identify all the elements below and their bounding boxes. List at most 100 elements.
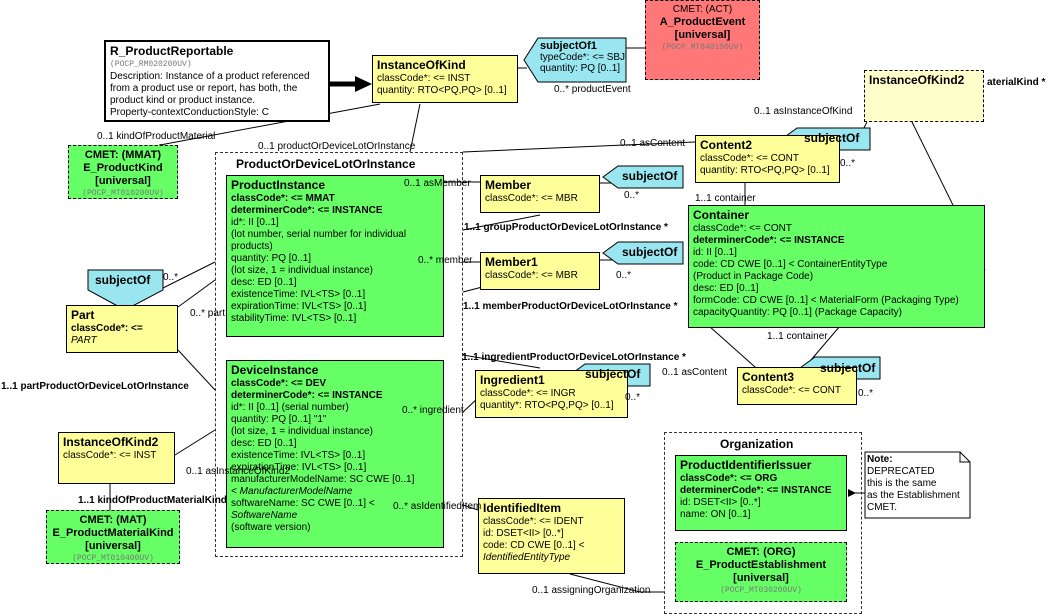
- instance-of-kind2-right-name: InstanceOfKind2: [869, 73, 965, 87]
- cmet-product-kind-type: CMET: (MMAT): [84, 149, 162, 161]
- product-identifier-issuer-determiner-code: determinerCode*: <= INSTANCE: [680, 485, 832, 496]
- organization-group-title: Organization: [720, 437, 794, 451]
- device-instance-software-domain: SoftwareName: [231, 510, 298, 521]
- product-identifier-issuer-id: id: DSET<II> [0..*]: [680, 497, 761, 508]
- device-instance-manufacturer-model-domain: < ManufacturerModelName: [231, 486, 353, 497]
- product-instance-stability-time: stabilityTime: IVL<TS> [0..1]: [231, 313, 357, 324]
- r-product-reportable[interactable]: R_ProductReportable (POCP_RM020200UV) De…: [104, 40, 330, 122]
- product-instance-quantity: quantity: PQ [0..1]: [231, 253, 312, 264]
- label-part-product: 1..1 partProductOrDeviceLotOrInstance: [1, 381, 189, 392]
- content2-quantity: quantity: RTO<PQ,PQ> [0..1]: [700, 165, 830, 176]
- container-id: id: II [0..1]: [693, 247, 737, 258]
- subject-of-content2-label: subjectOf: [804, 131, 860, 145]
- product-or-device-group-title: ProductOrDeviceLotOrInstance: [236, 157, 416, 171]
- cmet-product-kind[interactable]: CMET: (MMAT) E_ProductKind [universal] (…: [68, 145, 178, 199]
- product-identifier-issuer-class-code: classCode*: <= ORG: [680, 473, 778, 484]
- container-form-code: formCode: CD CWE [0..1] < MaterialForm (…: [693, 295, 959, 306]
- note-line-4: CMET.: [867, 502, 897, 513]
- label-ingredient-product: 1..1 ingredientProductOrDeviceLotOrInsta…: [462, 352, 686, 363]
- cmet-material-kind[interactable]: CMET: (MAT) E_ProductMaterialKind [unive…: [46, 510, 180, 564]
- cmet-product-kind-code: (POCP_MT010200UV): [82, 189, 164, 198]
- device-instance-quantity: quantity: PQ [0..1] "1": [231, 414, 327, 425]
- identified-item-code-domain: IdentifiedEntityType: [483, 552, 571, 563]
- member1-name: Member1: [485, 255, 538, 269]
- cmet-material-kind-universal: [universal]: [85, 540, 141, 552]
- identified-item-class[interactable]: IdentifiedItem classCode*: <= IDENT id: …: [478, 498, 625, 574]
- container-code-note: (Product in Package Code): [693, 271, 814, 282]
- subjectOf1-shape: [523, 37, 627, 83]
- container-class-code: classCode*: <= CONT: [693, 223, 792, 234]
- instance-of-kind-quantity: quantity: RTO<PQ,PQ> [0..1]: [377, 85, 507, 96]
- subject-of-ingredient-label: subjectOf: [585, 367, 641, 381]
- cmet-product-establishment[interactable]: CMET: (ORG) E_ProductEstablishment [univ…: [675, 542, 847, 602]
- content3-class-code: classCode*: <= CONT: [742, 385, 841, 396]
- member-class[interactable]: Member classCode*: <= MBR: [480, 175, 600, 213]
- label-as-member: 0..1 asMember: [404, 178, 471, 189]
- container-determiner-code: determinerCode*: <= INSTANCE: [693, 235, 845, 246]
- part-class-code: classCode*: <=: [71, 323, 143, 334]
- subject-of-content3-label: subjectOf: [820, 361, 876, 375]
- subject-of-part-label: subjectOf: [95, 273, 151, 287]
- cmet-product-event[interactable]: CMET: (ACT) A_ProductEvent [universal] (…: [645, 0, 760, 80]
- identified-item-id: id: DSET<II> [0..*]: [483, 528, 564, 539]
- cmet-product-event-universal: [universal]: [674, 29, 731, 41]
- choice-arrow-head: [355, 76, 372, 92]
- subject-of1-block[interactable]: subjectOf1 typeCode*: <= SBJ quantity: P…: [540, 41, 625, 75]
- identified-item-class-code: classCode*: <= IDENT: [483, 516, 584, 527]
- label-part-subject-zero-star: 0..*: [163, 272, 179, 283]
- material-kind-label-cut: aterialKind *: [987, 77, 1046, 88]
- product-instance-class[interactable]: ProductInstance classCode*: <= MMAT dete…: [226, 175, 444, 337]
- member-class-code: classCode*: <= MBR: [485, 193, 578, 204]
- label-member-zero-star: 0..*: [624, 190, 640, 201]
- deprecated-note: Note: DEPRECATED this is the same as the…: [867, 454, 960, 514]
- container-code: code: CD CWE [0..1] < ContainerEntityTyp…: [693, 259, 888, 270]
- part-class[interactable]: Part classCode*: <= PART: [66, 305, 178, 353]
- label-assigning-organization: 0..1 assigningOrganization: [532, 585, 651, 596]
- product-instance-quantity-note: (lot size, 1 = individual instance): [231, 265, 374, 276]
- device-instance-id: id*: II [0..1] (serial number): [231, 402, 349, 413]
- device-instance-class[interactable]: DeviceInstance classCode*: <= DEV determ…: [226, 360, 444, 548]
- instance-of-kind-class[interactable]: InstanceOfKind classCode*: <= INST quant…: [372, 55, 518, 103]
- product-instance-determiner-code: determinerCode*: <= INSTANCE: [231, 205, 383, 216]
- content3-class[interactable]: Content3 classCode*: <= CONT: [737, 367, 857, 405]
- note-title: Note:: [867, 454, 893, 465]
- cmet-establishment-name: E_ProductEstablishment: [695, 559, 827, 571]
- part-class-value: PART: [71, 335, 97, 346]
- ingredient1-class-code: classCode*: <= INGR: [480, 388, 576, 399]
- instance-of-kind-name: InstanceOfKind: [377, 58, 466, 72]
- subjectOf-shape-2: [602, 165, 684, 189]
- r-product-reportable-name: R_ProductReportable: [110, 44, 234, 58]
- product-identifier-issuer-class[interactable]: ProductIdentifierIssuer classCode*: <= O…: [675, 455, 847, 531]
- product-or-device-group: [215, 152, 463, 557]
- note-line-2: this is the same: [867, 478, 937, 489]
- cmet-product-kind-name: E_ProductKind: [83, 162, 163, 174]
- label-container-bottom: 1..1 container: [767, 331, 828, 342]
- label-content2-zero-star: 0..*: [840, 158, 856, 169]
- content2-name: Content2: [700, 138, 752, 152]
- subjectOf-shape-3: [602, 241, 684, 265]
- ingredient1-class[interactable]: Ingredient1 classCode*: <= INGR quantity…: [475, 370, 628, 418]
- cmet-material-kind-name: E_ProductMaterialKind: [52, 527, 174, 539]
- product-identifier-issuer-org-name: name: ON [0..1]: [680, 509, 751, 520]
- device-instance-name: DeviceInstance: [231, 363, 319, 377]
- instance-of-kind2-right[interactable]: InstanceOfKind2: [864, 70, 984, 122]
- cmet-material-kind-code: (POCP_MT010400UV): [72, 554, 154, 563]
- cmet-establishment-universal: [universal]: [733, 572, 789, 584]
- cmet-product-event-name: A_ProductEvent: [659, 16, 746, 28]
- device-instance-existence-time: existenceTime: IVL<TS> [0..1]: [231, 450, 366, 461]
- subject-of1-quantity: quantity: PQ [0..1]: [540, 63, 621, 74]
- product-instance-id: id*: II [0..1]: [231, 217, 279, 228]
- container-desc: desc: ED [0..1]: [693, 283, 759, 294]
- content2-class-code: classCode*: <= CONT: [700, 153, 799, 164]
- cmet-product-event-code: (POCP_MT040100UV): [661, 43, 744, 52]
- product-instance-desc: desc: ED [0..1]: [231, 277, 297, 288]
- device-instance-manufacturer-model-name: manufacturerModelName: SC CWE [0..1]: [231, 474, 415, 485]
- note-line-3: as the Establishment: [867, 490, 960, 501]
- member1-class[interactable]: Member1 classCode*: <= MBR: [480, 252, 600, 290]
- content3-name: Content3: [742, 370, 794, 384]
- content2-class[interactable]: Content2 classCode*: <= CONT quantity: R…: [695, 135, 840, 183]
- instance-of-kind2-left[interactable]: InstanceOfKind2 classCode*: <= INST: [58, 432, 175, 484]
- label-as-content-top: 0..1 asContent: [620, 138, 686, 149]
- container-class[interactable]: Container classCode*: <= CONT determiner…: [688, 205, 985, 328]
- subjectOf-shape-part: [87, 269, 164, 311]
